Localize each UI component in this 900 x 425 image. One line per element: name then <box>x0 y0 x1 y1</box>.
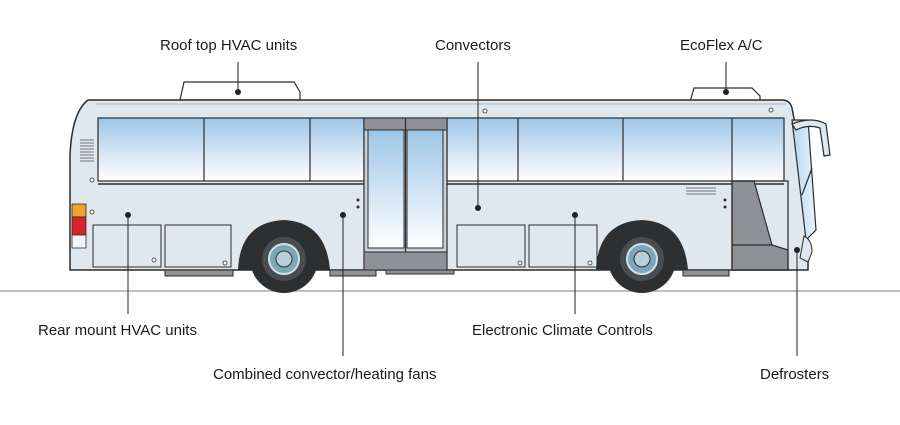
marker-rear-mount <box>125 212 131 218</box>
panel-locks <box>89 107 774 266</box>
marker-combined-fans <box>340 212 346 218</box>
marker-roof-top <box>235 89 241 95</box>
front-bumper <box>799 235 813 263</box>
tail-light-orange <box>71 203 87 218</box>
skirts <box>164 269 730 277</box>
tail-light-red <box>71 216 87 236</box>
front-wheel <box>608 225 676 293</box>
leader-lines <box>127 62 798 356</box>
label-combined-fans: Combined convector/heating fans <box>213 366 437 383</box>
side-mirror <box>791 119 831 157</box>
label-electronic-climate-controls: Electronic Climate Controls <box>472 322 653 339</box>
side-vent <box>686 187 716 195</box>
rear-wheel <box>250 225 318 293</box>
label-convectors: Convectors <box>435 37 511 54</box>
label-rear-mount-hvac: Rear mount HVAC units <box>38 322 197 339</box>
wiper <box>801 167 813 196</box>
front-door <box>731 180 789 271</box>
vent-dots <box>356 198 727 209</box>
rear-grille <box>80 139 94 162</box>
front-windows <box>446 117 785 182</box>
marker-convectors <box>475 205 481 211</box>
windshield <box>791 119 817 242</box>
rear-windows <box>97 117 365 182</box>
middle-doors <box>363 117 448 271</box>
tail-light-white <box>71 234 87 249</box>
marker-ecoflex <box>723 89 729 95</box>
marker-dots <box>125 89 800 253</box>
label-roof-top-hvac: Roof top HVAC units <box>160 37 298 54</box>
luggage-panels <box>92 224 598 268</box>
marker-climate-controls <box>572 212 578 218</box>
label-defrosters: Defrosters <box>760 366 830 383</box>
marker-defrosters <box>794 247 800 253</box>
label-ecoflex-ac: EcoFlex A/C <box>680 37 763 54</box>
